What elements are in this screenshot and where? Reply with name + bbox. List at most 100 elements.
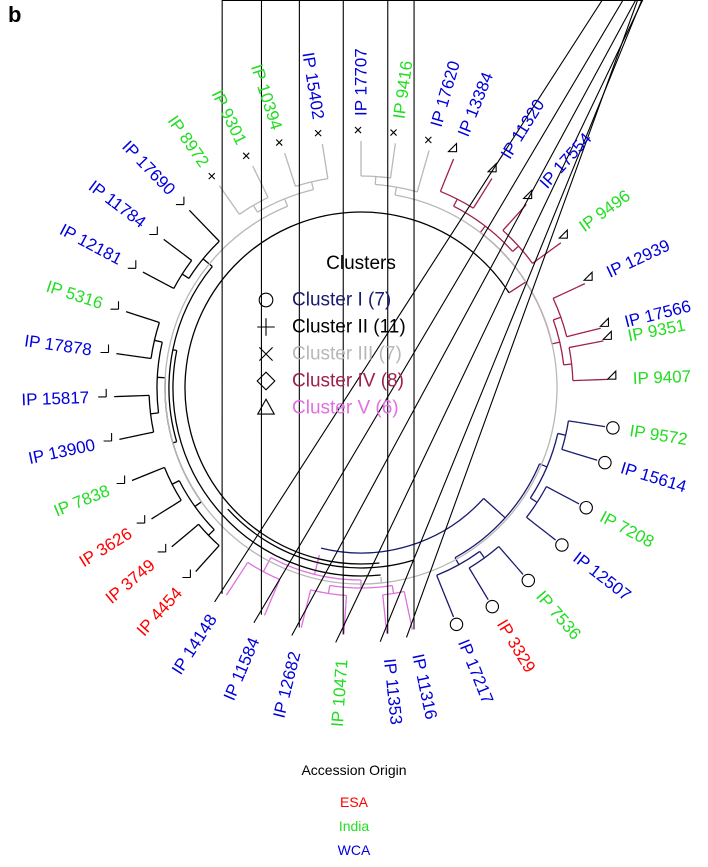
leaf-label: IP 5316 xyxy=(44,277,105,313)
leaf-marker xyxy=(175,196,185,206)
tree-branch xyxy=(539,463,548,468)
tree-branch xyxy=(148,395,155,433)
leaf-label: IP 12682 xyxy=(270,650,305,720)
leaf-label: IP 11584 xyxy=(220,635,263,704)
tree-branch xyxy=(504,553,518,569)
tree-branch xyxy=(116,352,126,356)
tree-branch xyxy=(594,340,604,344)
tree-branch xyxy=(329,584,393,589)
leaf-marker xyxy=(149,226,158,236)
leaf-marker xyxy=(275,139,283,146)
leaf-marker xyxy=(579,500,593,515)
leaf-marker xyxy=(449,617,464,632)
leaf-marker xyxy=(582,270,593,281)
leaf-label: IP 9407 xyxy=(632,367,691,388)
tree-branch xyxy=(172,441,177,444)
tree-branch xyxy=(454,557,460,565)
tree-branch xyxy=(149,318,160,324)
tree-branch xyxy=(171,480,180,485)
tree-branch xyxy=(163,238,172,246)
leaf-marker xyxy=(242,152,250,160)
tree-branch xyxy=(375,183,418,193)
leaf-label: IP 11784 xyxy=(85,177,150,232)
tree-branch xyxy=(343,625,346,635)
tree-branch xyxy=(163,467,182,501)
tree-branch xyxy=(262,557,272,572)
leaf-label: IP 15817 xyxy=(21,388,89,409)
tree-branch xyxy=(252,205,259,213)
leaf-marker xyxy=(110,301,120,310)
leaf-marker xyxy=(424,136,432,144)
tree-branch xyxy=(502,222,511,231)
leaf-label: IP 12939 xyxy=(603,236,672,282)
tree-branch xyxy=(548,534,557,541)
tree-branch xyxy=(188,209,197,218)
tree-branch xyxy=(508,281,527,294)
tree-branch xyxy=(478,185,488,201)
tree-branch xyxy=(483,497,506,519)
tree-branch xyxy=(143,431,154,435)
leaf-label: IP 15614 xyxy=(618,458,688,496)
tree-branch xyxy=(382,594,385,605)
leaf-label: IP 10471 xyxy=(328,659,352,728)
tree-branch xyxy=(310,181,315,190)
tree-branch xyxy=(241,562,249,572)
tree-branch xyxy=(345,595,348,606)
tree-branch xyxy=(552,319,565,365)
tree-branch xyxy=(263,188,269,198)
tree-branch xyxy=(403,591,407,602)
tree-branch xyxy=(391,585,395,594)
tree-branch xyxy=(321,143,325,154)
leaf-label: IP 17554 xyxy=(536,129,595,192)
tree-branch xyxy=(208,529,215,536)
leaf-label: IP 9301 xyxy=(208,87,251,148)
tree-branch xyxy=(540,247,554,259)
origin-legend-title: Accession Origin xyxy=(301,762,407,778)
tree-branch xyxy=(552,298,568,337)
leaf-marker xyxy=(390,129,397,136)
tree-branch xyxy=(449,158,455,168)
leaf-label: IP 8972 xyxy=(164,112,213,171)
tree-branch xyxy=(190,523,200,532)
leaf-marker xyxy=(555,538,569,552)
tree-branch xyxy=(380,576,383,583)
tree-branch xyxy=(374,176,377,185)
tree-branch xyxy=(453,198,458,207)
cluster-legend-label: Cluster V (6) xyxy=(292,398,399,419)
tree-branch xyxy=(449,608,455,618)
tree-branch xyxy=(486,178,493,187)
tree-branch xyxy=(595,424,606,428)
tree-branch xyxy=(498,546,506,555)
tree-branch xyxy=(140,470,156,478)
cluster-legend-marker xyxy=(259,347,273,361)
cluster-legend-marker xyxy=(258,292,274,308)
tree-branch xyxy=(195,216,208,229)
tree-branch xyxy=(512,245,519,252)
tree-branch xyxy=(553,316,562,321)
tree-branch xyxy=(576,283,586,289)
tree-branch xyxy=(195,564,203,572)
leaf-label: IP 13384 xyxy=(454,69,497,139)
tree-branch xyxy=(343,605,347,626)
tree-branch xyxy=(327,585,331,594)
tree-branch xyxy=(178,530,192,542)
tree-branch xyxy=(439,181,445,192)
tree-branch xyxy=(436,575,445,593)
leaf-marker xyxy=(314,129,322,137)
tree-branch xyxy=(525,486,547,518)
tree-branch xyxy=(479,551,485,559)
leaf-label: IP 12507 xyxy=(569,548,634,605)
tree-branch xyxy=(576,329,593,335)
leaf-label: IP 14148 xyxy=(168,611,221,678)
leaf-label: IP 11320 xyxy=(497,96,548,162)
tree-branch xyxy=(561,448,572,453)
tree-branch xyxy=(202,258,213,268)
tree-branch xyxy=(256,173,265,189)
leaf-label: IP 9416 xyxy=(389,60,416,120)
cluster-legend: Clusters Cluster I (7)Cluster II (11)Clu… xyxy=(256,253,406,419)
tree-branch xyxy=(443,167,451,183)
tree-branch xyxy=(154,466,165,472)
tree-branch xyxy=(198,523,220,547)
origin-item-wca: WCA xyxy=(337,842,371,858)
